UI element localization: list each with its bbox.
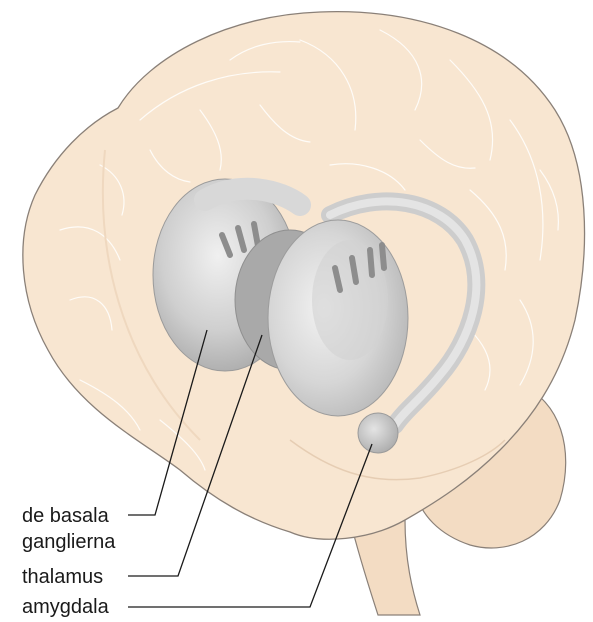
label-amygdala: amygdala (22, 596, 110, 618)
label-basal-ganglia-line1: de basala (22, 505, 110, 527)
label-thalamus: thalamus (22, 566, 103, 588)
striatum-shape (268, 220, 408, 416)
amygdala-shape (358, 413, 398, 453)
label-basal-ganglia-line2: ganglierna (22, 531, 116, 553)
